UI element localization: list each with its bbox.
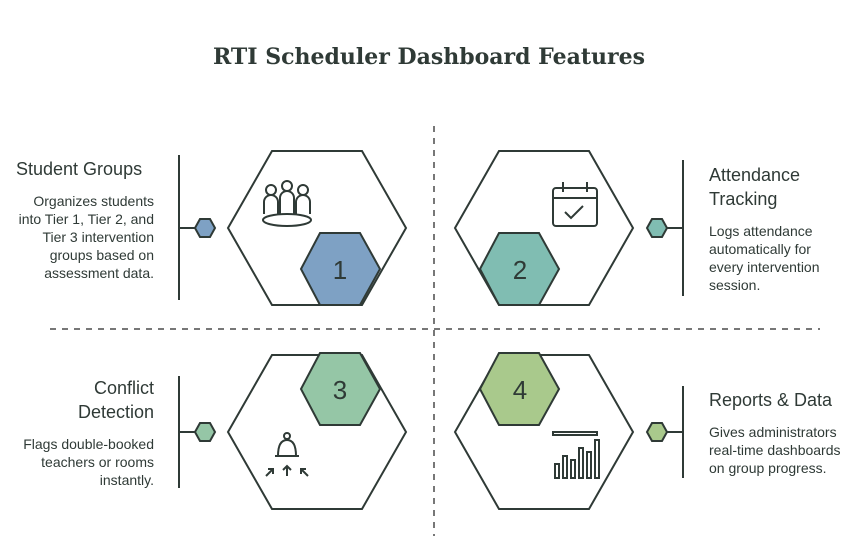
feature-4-number: 4: [513, 375, 527, 405]
bar-chart-icon: [552, 431, 600, 479]
feature-3-outer-hexagon: [226, 354, 408, 510]
diagram-title: RTI Scheduler Dashboard Features: [213, 44, 645, 70]
feature-2-number-hexagon: [478, 232, 561, 306]
feature-2: 2: [453, 150, 684, 306]
feature-3-description: Flags double-booked teachers or rooms in…: [23, 436, 154, 488]
feature-4-number-hexagon: [478, 352, 561, 426]
feature-1-description: Organizes students into Tier 1, Tier 2, …: [18, 193, 154, 281]
feature-4-description: Gives administrators real-time dashboard…: [709, 424, 841, 476]
feature-3-connector-node: [193, 422, 217, 442]
conflict-bell-icon: [265, 432, 309, 477]
feature-3-number-hexagon: [299, 352, 382, 426]
feature-2-connector-node: [645, 218, 669, 238]
feature-4-heading: Reports & Data: [709, 390, 833, 410]
feature-3-number: 3: [333, 375, 347, 405]
feature-1-heading: Student Groups: [16, 159, 143, 179]
feature-4-connector-node: [645, 422, 669, 442]
calendar-check-icon: [552, 182, 598, 227]
feature-1: 1: [178, 150, 408, 306]
feature-2-number: 2: [513, 255, 527, 285]
student-group-icon: [262, 180, 312, 227]
feature-3-heading: Conflict Detection: [77, 378, 154, 422]
feature-2-heading: Attendance Tracking: [709, 165, 801, 209]
feature-4: 4: [453, 352, 684, 510]
feature-3: 3: [178, 352, 408, 510]
feature-1-number: 1: [333, 255, 347, 285]
feature-1-connector-node: [193, 218, 217, 238]
feature-1-number-hexagon: [299, 232, 382, 306]
feature-1-outer-hexagon: [226, 150, 408, 306]
feature-2-description: Logs attendance automatically for every …: [709, 223, 820, 293]
